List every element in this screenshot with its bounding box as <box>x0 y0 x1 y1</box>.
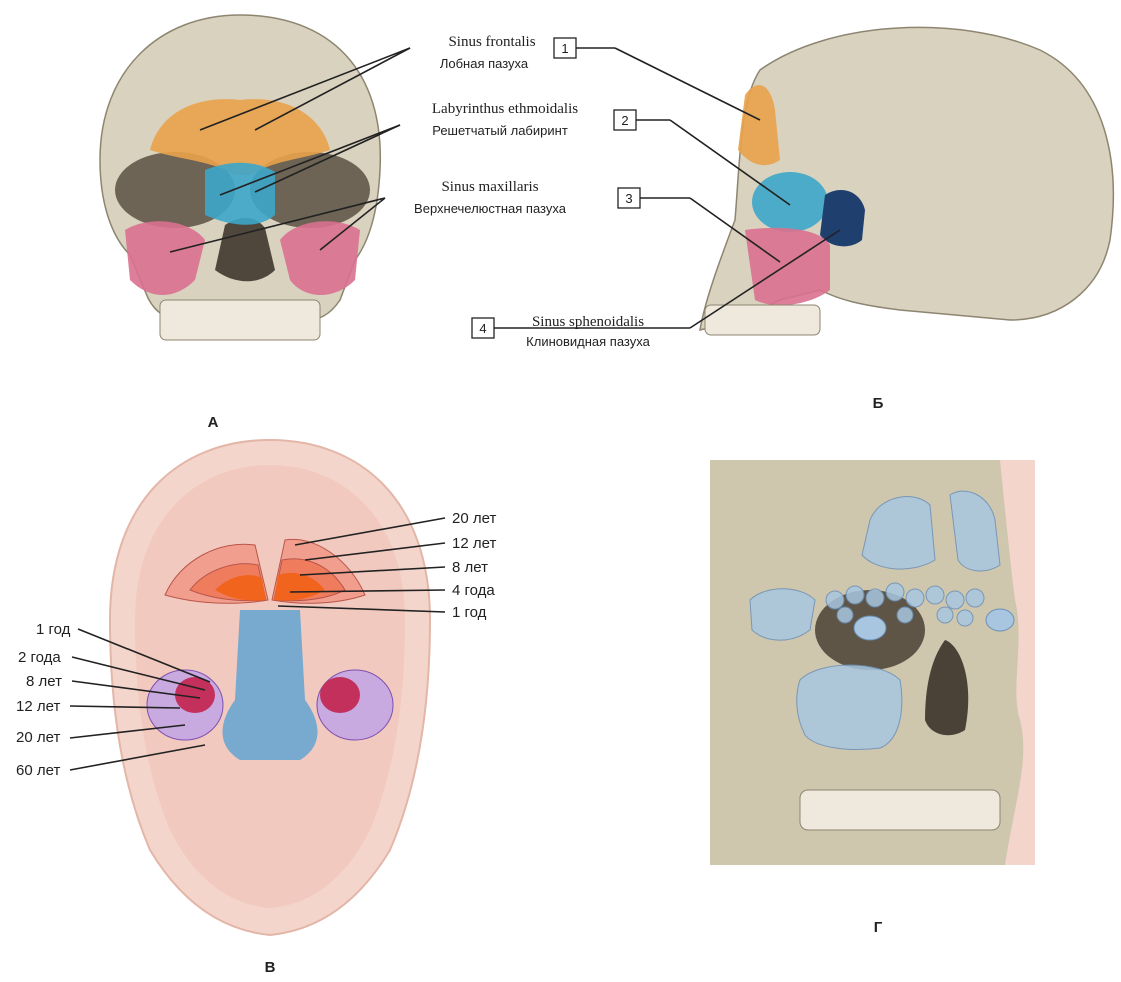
teeth-g <box>800 790 1000 830</box>
label-russian-3: Верхнечелюстная пазуха <box>414 201 567 216</box>
panel-a-skull-front <box>100 15 380 340</box>
label-russian-1: Лобная пазуха <box>440 56 529 71</box>
frontal-age-12: 12 лет <box>452 535 496 552</box>
maxillary-age-20: 20 лет <box>16 729 60 746</box>
eye-g-right <box>986 609 1014 631</box>
label-russian-4: Клиновидная пазуха <box>526 334 650 349</box>
maxillary-sinus-g <box>797 665 902 749</box>
maxillary-age-60: 60 лет <box>16 762 60 779</box>
label-russian-2: Решетчатый лабиринт <box>432 123 568 138</box>
teeth-front <box>160 300 320 340</box>
panel-v-development <box>110 440 430 935</box>
label-sinus-4: 4 Sinus sphenoidalis Клиновидная пазуха <box>472 314 690 349</box>
label-number-2: 2 <box>621 113 628 128</box>
label-number-1: 1 <box>561 41 568 56</box>
labyrinthus-ethmoidalis-b <box>752 172 828 232</box>
frontal-age-4: 4 года <box>452 582 495 599</box>
panel-b-skull-side <box>700 27 1113 335</box>
label-latin-3: Sinus maxillaris <box>441 179 538 195</box>
maxillary-age-12: 12 лет <box>16 698 60 715</box>
label-latin-1: Sinus frontalis <box>448 34 535 50</box>
maxillary-age-2: 2 года <box>18 649 61 666</box>
panel-label-a: А <box>208 414 219 431</box>
label-sinus-2: Labyrinthus ethmoidalis Решетчатый лабир… <box>432 101 636 138</box>
sphenoid-g <box>750 589 815 640</box>
label-sinus-1: Sinus frontalis Лобная пазуха 1 <box>440 34 576 71</box>
teeth-side <box>705 305 820 335</box>
eye-g-left <box>854 616 886 640</box>
maxillary-age-8: 8 лет <box>26 673 62 690</box>
label-sinus-3: Sinus maxillaris Верхнечелюстная пазуха … <box>414 179 640 216</box>
sinus-maxillaris-b <box>745 228 830 305</box>
frontal-age-20: 20 лет <box>452 510 496 527</box>
frontal-age-8: 8 лет <box>452 559 488 576</box>
panel-g-skull-oblique <box>710 460 1035 865</box>
label-latin-2: Labyrinthus ethmoidalis <box>432 101 578 117</box>
label-number-3: 3 <box>625 191 632 206</box>
labyrinthus-ethmoidalis-a <box>205 163 275 225</box>
label-number-4: 4 <box>479 321 486 336</box>
panel-label-b: Б <box>873 395 884 412</box>
panel-label-g: Г <box>874 919 883 936</box>
frontal-age-1: 1 год <box>452 604 487 621</box>
maxillary-age-1: 1 год <box>36 621 71 638</box>
maxillary-sinus-right-inner <box>320 677 360 713</box>
panel-label-v: В <box>265 959 276 976</box>
